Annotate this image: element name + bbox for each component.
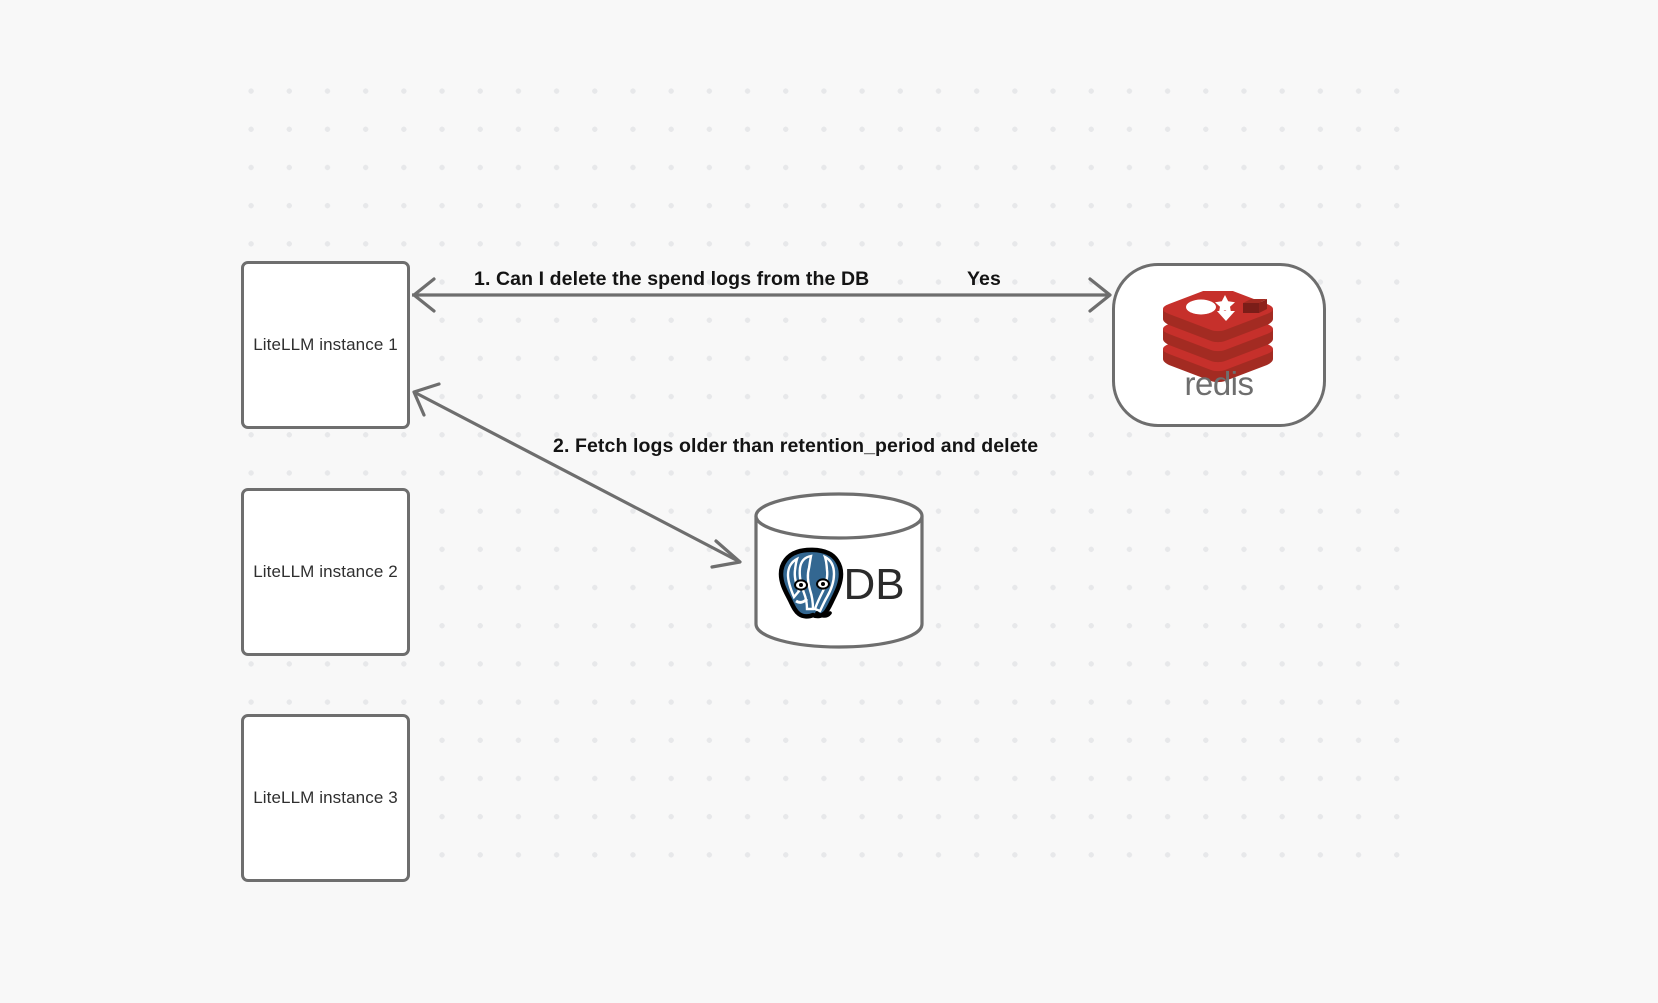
- postgresql-elephant-icon: [779, 547, 844, 619]
- db-label: DB: [843, 560, 905, 609]
- node-litellm-instance-1[interactable]: LiteLLM instance 1: [241, 261, 410, 429]
- node-litellm-instance-3[interactable]: LiteLLM instance 3: [241, 714, 410, 882]
- node-redis[interactable]: redis: [1112, 263, 1326, 427]
- edge-litellm1-db: [412, 382, 742, 569]
- db-logo-group: DB: [762, 545, 916, 625]
- node-label: LiteLLM instance 2: [253, 562, 398, 581]
- arrowhead-upper-left: [412, 382, 441, 417]
- arrowhead-right: [1088, 277, 1112, 313]
- edge-label-2: 2. Fetch logs older than retention_perio…: [553, 435, 1039, 457]
- node-label: LiteLLM instance 3: [253, 788, 398, 807]
- redis-wordmark: redis: [1184, 365, 1253, 399]
- edge-litellm1-redis: [412, 277, 1112, 313]
- arrowhead-lower-right: [710, 539, 742, 569]
- node-database[interactable]: DB: [752, 490, 926, 650]
- redis-logo-icon: redis: [1155, 286, 1283, 402]
- node-litellm-instance-2[interactable]: LiteLLM instance 2: [241, 488, 410, 656]
- node-label: LiteLLM instance 1: [253, 335, 398, 354]
- arrowhead-left: [412, 277, 436, 313]
- edge-label-yes: Yes: [967, 268, 1001, 290]
- edge-label-1: 1. Can I delete the spend logs from the …: [474, 268, 870, 290]
